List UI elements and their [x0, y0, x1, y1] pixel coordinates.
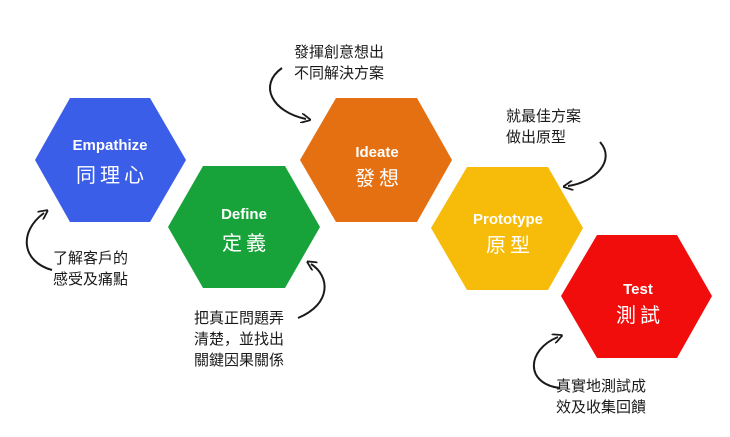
empathize-hexagon	[35, 98, 186, 222]
prototype-note-line: 做出原型	[506, 128, 567, 146]
test-subtitle: 測試	[616, 303, 664, 327]
stage-ideate: Ideate 發想	[300, 98, 452, 222]
prototype-note-arrow	[568, 141, 607, 186]
define-note: 把真正問題弄 清楚，並找出 關鍵因果關係	[194, 308, 284, 371]
define-note-line: 關鍵因果關係	[194, 351, 285, 369]
define-subtitle: 定義	[222, 231, 270, 255]
test-note-line: 真實地測試成	[556, 377, 647, 395]
ideate-subtitle: 發想	[355, 166, 403, 190]
ideate-title: Ideate	[355, 144, 398, 161]
prototype-title: Prototype	[473, 211, 543, 228]
prototype-note: 就最佳方案 做出原型	[506, 106, 581, 148]
stage-test: Test 測試	[561, 235, 712, 358]
define-note-line: 清楚，並找出	[194, 330, 285, 348]
test-title: Test	[623, 281, 653, 298]
test-note-line: 效及收集回饋	[556, 398, 647, 416]
ideate-note: 發揮創意想出 不同解決方案	[294, 42, 384, 84]
stage-prototype: Prototype 原型	[431, 167, 583, 290]
prototype-hexagon	[431, 167, 583, 290]
define-note-arrow	[297, 264, 326, 319]
empathize-note: 了解客戶的 感受及痛點	[53, 248, 128, 290]
ideate-note-line: 不同解決方案	[294, 64, 385, 82]
test-note: 真實地測試成 效及收集回饋	[556, 376, 646, 418]
empathize-note-line: 了解客戶的	[53, 249, 129, 267]
define-title: Define	[221, 206, 267, 223]
stage-empathize: Empathize 同理心	[35, 98, 186, 222]
empathize-title: Empathize	[72, 137, 147, 154]
ideate-hexagon	[300, 98, 452, 222]
ideate-note-arrow	[269, 67, 306, 119]
prototype-subtitle: 原型	[486, 233, 534, 257]
test-hexagon	[561, 235, 712, 358]
ideate-note-line: 發揮創意想出	[294, 43, 385, 61]
empathize-note-arrow	[25, 213, 53, 271]
define-note-line: 把真正問題弄	[194, 309, 285, 327]
define-hexagon	[168, 166, 320, 288]
test-note-arrow	[533, 337, 560, 389]
prototype-note-line: 就最佳方案	[506, 107, 582, 125]
stage-define: Define 定義	[168, 166, 320, 288]
empathize-note-line: 感受及痛點	[53, 270, 129, 288]
empathize-subtitle: 同理心	[76, 163, 148, 187]
